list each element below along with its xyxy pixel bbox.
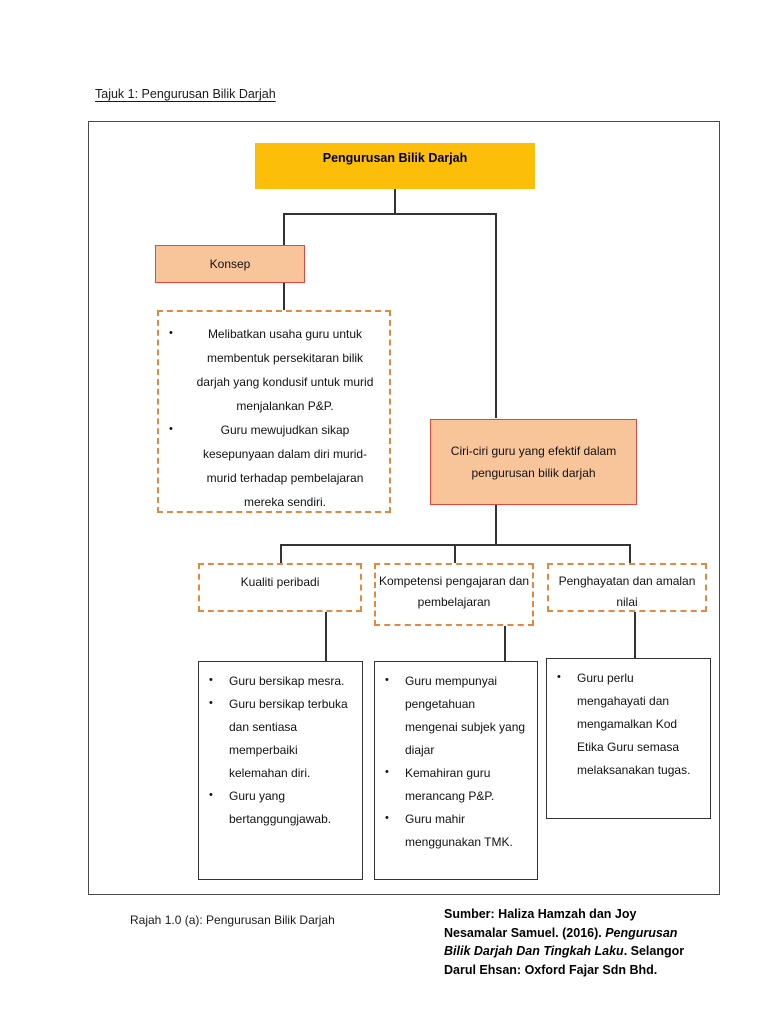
source-line-3-plain: . Selangor [623, 944, 685, 958]
list-item: Guru mahir menggunakan TMK. [375, 807, 531, 854]
source-citation: Sumber: Haliza Hamzah dan Joy Nesamalar … [444, 905, 734, 979]
node-kualiti-peribadi[interactable]: Kualiti peribadi [198, 563, 362, 612]
node-konsep[interactable]: Konsep [155, 245, 305, 283]
list-item: Kemahiran guru merancang P&P. [375, 761, 531, 808]
node-ciri-ciri-guru-efektif[interactable]: Ciri-ciri guru yang efektif dalam pengur… [430, 419, 637, 505]
node-penghayatan-details[interactable]: Guru perlu mengahayati dan mengamalkan K… [546, 658, 711, 819]
connector-bus-to-kompetensi [454, 544, 456, 564]
source-line-4: Darul Ehsan: Oxford Fajar Sdn Bhd. [444, 962, 658, 977]
list-item: Guru perlu mengahayati dan mengamalkan K… [547, 666, 704, 782]
list-item: Melibatkan usaha guru untuk membentuk pe… [159, 321, 381, 418]
node-penghayatan-amalan-nilai[interactable]: Penghayatan dan amalan nilai [547, 563, 707, 612]
node-kualiti-peribadi-details[interactable]: Guru bersikap mesra. Guru bersikap terbu… [198, 661, 363, 880]
connector-ciriciri-stem [495, 505, 497, 545]
source-line-2-plain: Nesamalar Samuel. (2016). [444, 925, 606, 940]
node-kompetensi-pengajaran[interactable]: Kompetensi pengajaran dan pembelajaran [374, 563, 534, 626]
node-konsep-details[interactable]: Melibatkan usaha guru untuk membentuk pe… [157, 310, 391, 513]
connector-penghayatan-to-detail [634, 611, 636, 658]
connector-root-stem [394, 189, 396, 214]
list-item: Guru mewujudkan sikap kesepunyaan dalam … [159, 417, 381, 514]
konsep-bullet-list: Melibatkan usaha guru untuk membentuk pe… [159, 321, 381, 514]
node-pengurusan-bilik-darjah[interactable]: Pengurusan Bilik Darjah [255, 143, 535, 189]
connector-bus-to-kualiti [280, 544, 282, 564]
connector-konsep-to-details [283, 283, 285, 312]
list-item: Guru bersikap mesra. [199, 669, 356, 693]
node-kualiti-peribadi-label: Kualiti peribadi [240, 575, 320, 589]
node-konsep-label: Konsep [209, 257, 251, 271]
penghayatan-bullet-list: Guru perlu mengahayati dan mengamalkan K… [547, 666, 704, 782]
source-line-3-italic: Bilik Darjah Dan Tingkah Laku [444, 944, 624, 958]
node-ciri-ciri-label: Ciri-ciri guru yang efektif dalam pengur… [450, 444, 617, 480]
connector-root-bus [283, 213, 496, 215]
list-item: Guru bersikap terbuka dan sentiasa mempe… [199, 692, 356, 785]
connector-to-ciriciri [495, 213, 497, 418]
node-kompetensi-details[interactable]: Guru mempunyai pengetahuan mengenai subj… [374, 661, 538, 880]
kualiti-bullet-list: Guru bersikap mesra. Guru bersikap terbu… [199, 669, 356, 831]
connector-kualiti-to-detail [325, 611, 327, 661]
kompetensi-bullet-list: Guru mempunyai pengetahuan mengenai subj… [375, 669, 531, 854]
page-title: Tajuk 1: Pengurusan Bilik Darjah [95, 87, 276, 101]
connector-to-konsep [283, 213, 285, 247]
figure-caption: Rajah 1.0 (a): Pengurusan Bilik Darjah [130, 913, 335, 927]
source-line-1: Sumber: Haliza Hamzah dan Joy [444, 907, 637, 921]
connector-kompetensi-to-detail [504, 624, 506, 661]
list-item: Guru yang bertanggungjawab. [199, 784, 356, 831]
source-line-2-italic: Pengurusan [605, 925, 678, 940]
list-item: Guru mempunyai pengetahuan mengenai subj… [375, 669, 531, 762]
node-kompetensi-label: Kompetensi pengajaran dan pembelajaran [378, 574, 530, 609]
node-root-label: Pengurusan Bilik Darjah [322, 151, 468, 165]
node-penghayatan-label: Penghayatan dan amalan nilai [558, 574, 696, 609]
connector-bus-to-penghayatan [629, 544, 631, 564]
